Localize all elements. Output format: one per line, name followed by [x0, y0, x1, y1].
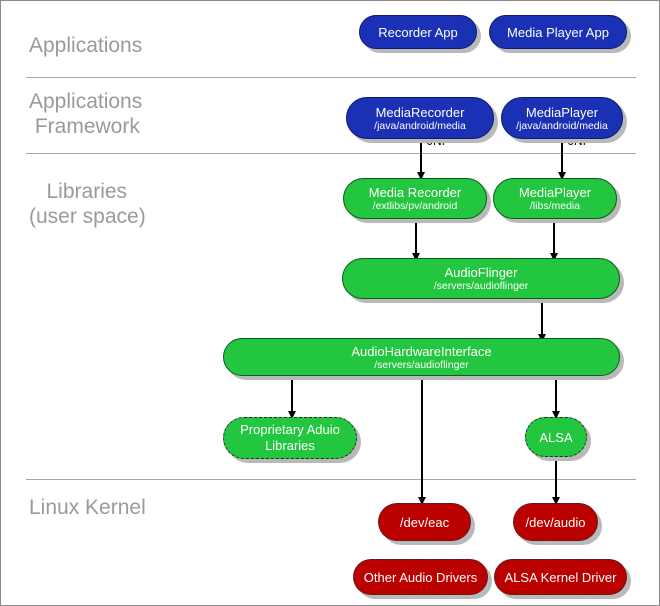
arrowhead-mediarecorder-jni — [416, 172, 425, 180]
node-proprietary-audio-libraries[interactable]: Proprietary Aduio Libraries — [223, 417, 361, 463]
connector-alsa-to-devaudio — [555, 457, 557, 503]
node-audiohardwareinterface[interactable]: AudioHardwareInterface /servers/audiofli… — [223, 338, 624, 380]
node-audioflinger[interactable]: AudioFlinger /servers/audioflinger — [342, 258, 624, 303]
node-label: /dev/eac — [399, 514, 450, 530]
arrowhead-ahi-to-alsa — [551, 411, 560, 419]
arrowhead-playerlib-to-audioflinger — [549, 253, 558, 261]
node-media-player-app[interactable]: Media Player App — [489, 15, 631, 53]
divider-libraries — [26, 479, 636, 480]
node-subtitle: /servers/audioflinger — [374, 358, 469, 371]
node-media-recorder-lib[interactable]: Media Recorder /extlibs/pv/android — [343, 178, 491, 223]
node-label: MediaPlayer — [518, 185, 592, 200]
connector-playerlib-to-audioflinger — [553, 219, 555, 259]
node-subtitle: /java/android/media — [374, 119, 466, 132]
divider-applications — [26, 77, 636, 78]
connector-ahi-to-alsa — [555, 375, 557, 417]
layer-label-libraries: Libraries (user space) — [29, 180, 146, 228]
node-label-line2: Libraries — [265, 438, 315, 453]
node-body — [493, 178, 617, 219]
connector-audioflinger-to-ahi — [541, 299, 543, 341]
node-label: ALSA Kernel Driver — [504, 569, 617, 585]
node-body — [343, 178, 487, 219]
arrowhead-alsa-to-devaudio — [551, 497, 560, 505]
node-label: Media Player App — [507, 24, 609, 40]
node-mediaplayer-lib[interactable]: MediaPlayer /libs/media — [493, 178, 621, 223]
node-subtitle: /extlibs/pv/android — [372, 200, 458, 212]
node-body — [494, 559, 627, 595]
node-body — [489, 15, 627, 49]
node-label: Recorder App — [378, 24, 458, 40]
arrowhead-ahi-to-proprietary — [287, 411, 296, 419]
layer-label-linux-kernel: Linux Kernel — [29, 496, 146, 519]
node-mediarecorder-framework[interactable]: MediaRecorder /java/android/media — [346, 97, 498, 143]
node-subtitle: /libs/media — [529, 200, 581, 212]
node-body — [223, 338, 620, 376]
node-body — [342, 258, 620, 299]
connector-ahi-to-proprietary — [291, 375, 293, 417]
node-label: /dev/audio — [525, 514, 586, 530]
arrowhead-mediaplayer-jni — [557, 172, 566, 180]
node-alsa-kernel-driver[interactable]: ALSA Kernel Driver — [494, 559, 631, 599]
node-body — [359, 15, 477, 49]
node-body — [353, 559, 488, 595]
connector-recorderlib-to-audioflinger — [415, 219, 417, 259]
arrowhead-ahi-to-deveac — [417, 497, 426, 505]
node-body — [525, 417, 587, 457]
node-body — [223, 417, 357, 459]
node-body — [513, 503, 598, 541]
node-label: AudioFlinger — [444, 265, 518, 280]
node-alsa[interactable]: ALSA — [525, 417, 591, 461]
node-label: MediaRecorder — [375, 104, 465, 120]
node-label: AudioHardwareInterface — [351, 343, 492, 359]
node-body — [378, 503, 471, 541]
node-label: Media Recorder — [368, 185, 462, 200]
layer-label-applications-framework: Applications Framework — [29, 90, 143, 138]
node-label: MediaPlayer — [525, 104, 599, 120]
node-mediaplayer-framework[interactable]: MediaPlayer /java/android/media — [501, 97, 627, 143]
node-body — [346, 97, 494, 139]
arrowhead-recorderlib-to-audioflinger — [411, 253, 420, 261]
node-dev-audio[interactable]: /dev/audio — [513, 503, 602, 545]
node-recorder-app[interactable]: Recorder App — [359, 15, 481, 53]
divider-applications-framework — [26, 153, 636, 154]
node-subtitle: /java/android/media — [516, 119, 608, 132]
node-label: Proprietary Aduio — [240, 422, 340, 437]
node-subtitle: /servers/audioflinger — [433, 280, 529, 292]
node-label: Other Audio Drivers — [363, 569, 478, 585]
connector-ahi-to-deveac — [421, 375, 423, 503]
node-other-audio-drivers[interactable]: Other Audio Drivers — [353, 559, 492, 599]
connector-mediaplayer-jni — [561, 140, 563, 178]
node-label: ALSA — [539, 429, 573, 445]
connector-mediarecorder-jni — [420, 140, 422, 178]
layer-label-applications: Applications — [29, 34, 143, 57]
node-body — [501, 97, 623, 139]
node-dev-eac[interactable]: /dev/eac — [378, 503, 475, 545]
